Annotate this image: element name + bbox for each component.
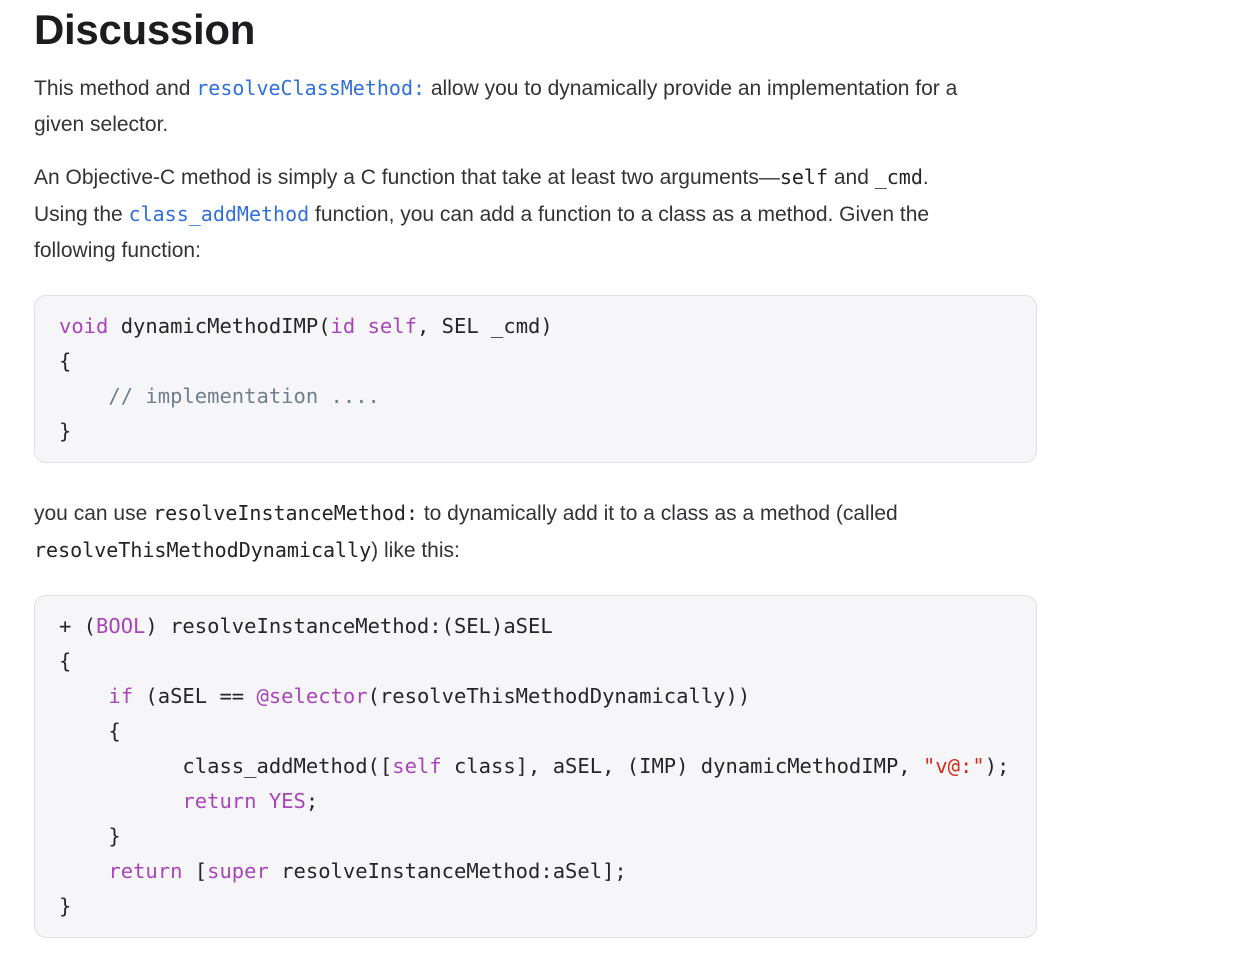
code-line: }: [59, 419, 71, 443]
code-token-plain: }: [59, 824, 121, 848]
code-token-plain: [355, 314, 367, 338]
inline-code: self: [779, 165, 828, 189]
code-line: }: [59, 894, 71, 918]
text-run: ) like this:: [371, 539, 460, 562]
code-token-keyword: self: [367, 314, 417, 338]
code-token-plain: , SEL _cmd): [416, 314, 553, 338]
code-line: void dynamicMethodIMP(id self, SEL _cmd): [59, 314, 553, 338]
code-token-plain: [256, 789, 268, 813]
code-token-keyword: super: [207, 859, 269, 883]
code-token-plain: }: [59, 419, 72, 443]
code-link[interactable]: resolveClassMethod:: [196, 76, 426, 100]
code-token-plain: resolveInstanceMethod:aSel];: [268, 859, 627, 883]
discussion-section: Discussion This method and resolveClassM…: [34, 6, 1037, 938]
inline-code: resolveInstanceMethod:: [153, 501, 418, 525]
code-block: + (BOOL) resolveInstanceMethod:(SEL)aSEL…: [34, 595, 1037, 938]
code-line: return YES;: [59, 789, 318, 813]
text-run: An Objective-C method is simply a C func…: [34, 166, 780, 189]
code-token-plain: (aSEL ==: [133, 684, 257, 708]
code-token-keyword: self: [392, 754, 442, 778]
code-token-plain: {: [59, 719, 121, 743]
code-token-plain: [: [182, 859, 208, 883]
text-run: you can use: [34, 502, 154, 525]
code-token-plain: }: [59, 894, 72, 918]
code-token-plain: ) resolveInstanceMethod:(SEL)aSEL: [145, 614, 553, 638]
code-token-keyword: YES: [268, 789, 306, 813]
text-run: to dynamically add it to a class as a me…: [418, 502, 898, 525]
code-token-plain: [59, 684, 108, 708]
code-token-plain: [59, 789, 182, 813]
code-token-plain: + (: [59, 614, 97, 638]
inline-code: resolveThisMethodDynamically: [34, 538, 372, 562]
code-token-plain: class], aSEL, (IMP) dynamicMethodIMP,: [441, 754, 923, 778]
code-token-keyword: if: [108, 684, 134, 708]
text-run: allow you to dynamically provide an impl…: [34, 77, 958, 136]
code-token-plain: [59, 384, 108, 408]
code-token-plain: {: [59, 349, 72, 373]
code-line: if (aSEL == @selector(resolveThisMethodD…: [59, 684, 750, 708]
code-token-plain: dynamicMethodIMP(: [108, 314, 331, 338]
paragraph: you can use resolveInstanceMethod: to dy…: [34, 495, 969, 569]
code-line: class_addMethod([self class], aSEL, (IMP…: [59, 754, 1009, 778]
code-token-keyword: void: [59, 314, 109, 338]
code-token-plain: {: [59, 649, 72, 673]
code-token-keyword: return: [182, 789, 257, 813]
code-token-plain: (resolveThisMethodDynamically)): [367, 684, 751, 708]
code-line: {: [59, 649, 71, 673]
code-line: {: [59, 719, 121, 743]
inline-code: _cmd: [874, 165, 923, 189]
code-line: return [super resolveInstanceMethod:aSel…: [59, 859, 627, 883]
code-token-plain: ;: [305, 789, 319, 813]
paragraph: An Objective-C method is simply a C func…: [34, 159, 969, 269]
text-run: . Using the: [34, 166, 929, 226]
code-line: {: [59, 349, 71, 373]
code-line: + (BOOL) resolveInstanceMethod:(SEL)aSEL: [59, 614, 553, 638]
text-run: This method and: [34, 77, 197, 100]
text-run: function, you can add a function to a cl…: [34, 203, 930, 262]
code-line: // implementation ....: [59, 384, 380, 408]
code-token-plain: class_addMethod([: [59, 754, 393, 778]
text-run: and: [828, 166, 875, 189]
paragraph: This method and resolveClassMethod: allo…: [34, 70, 969, 143]
code-line: }: [59, 824, 121, 848]
code-token-keyword: @selector: [256, 684, 368, 708]
code-token-comment: // implementation ....: [108, 384, 380, 408]
code-token-string: "v@:": [922, 754, 985, 778]
code-block: void dynamicMethodIMP(id self, SEL _cmd)…: [34, 295, 1037, 463]
code-token-keyword: BOOL: [96, 614, 146, 638]
code-token-plain: );: [984, 754, 1010, 778]
section-heading: Discussion: [34, 6, 256, 53]
code-token-plain: [59, 859, 108, 883]
code-token-keyword: return: [108, 859, 183, 883]
code-token-keyword: id: [330, 314, 356, 338]
code-link[interactable]: class_addMethod: [128, 202, 310, 226]
